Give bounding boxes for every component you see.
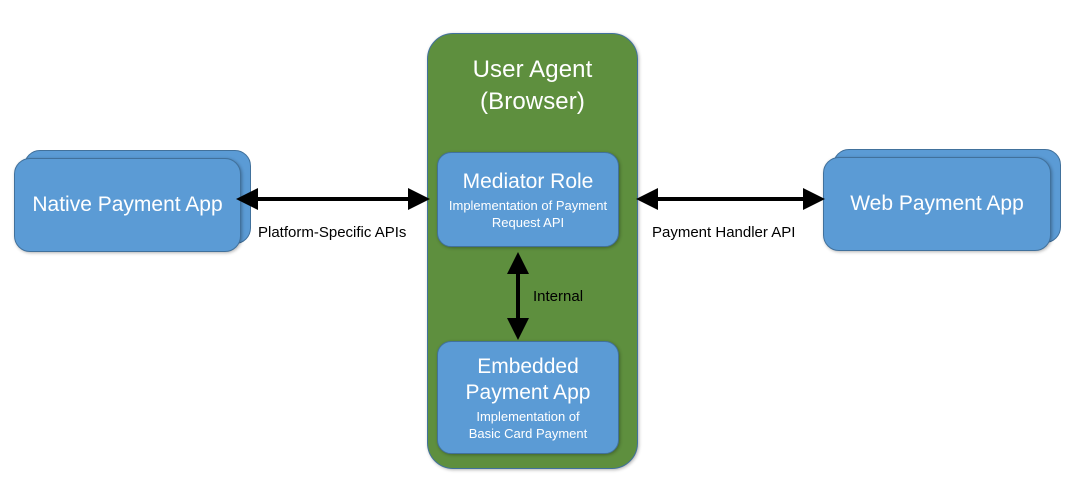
- embedded-payment-app-title: Embedded Payment App: [465, 354, 591, 404]
- arrow-native-to-mediator: [236, 188, 430, 210]
- edge-label-platform-specific-apis: Platform-Specific APIs: [258, 224, 407, 241]
- arrow-mediator-to-web: [636, 188, 825, 210]
- edge-label-payment-handler-api: Payment Handler API: [652, 224, 796, 241]
- web-payment-app-node[interactable]: Web Payment App: [823, 157, 1051, 251]
- native-payment-app-node[interactable]: Native Payment App: [14, 158, 241, 252]
- mediator-role-subtitle: Implementation of Payment Request API: [448, 197, 608, 230]
- web-payment-app-label: Web Payment App: [850, 192, 1024, 215]
- native-payment-app-label: Native Payment App: [32, 193, 223, 216]
- embedded-payment-app-subtitle: Implementation of Basic Card Payment: [468, 408, 588, 441]
- user-agent-title: User Agent (Browser): [472, 56, 593, 115]
- arrow-mediator-to-embedded: [507, 252, 529, 340]
- edge-label-internal: Internal: [533, 288, 584, 305]
- mediator-role-node[interactable]: Mediator Role Implementation of Payment …: [437, 152, 619, 247]
- mediator-role-title: Mediator Role: [462, 169, 594, 193]
- embedded-payment-app-node[interactable]: Embedded Payment App Implementation of B…: [437, 341, 619, 454]
